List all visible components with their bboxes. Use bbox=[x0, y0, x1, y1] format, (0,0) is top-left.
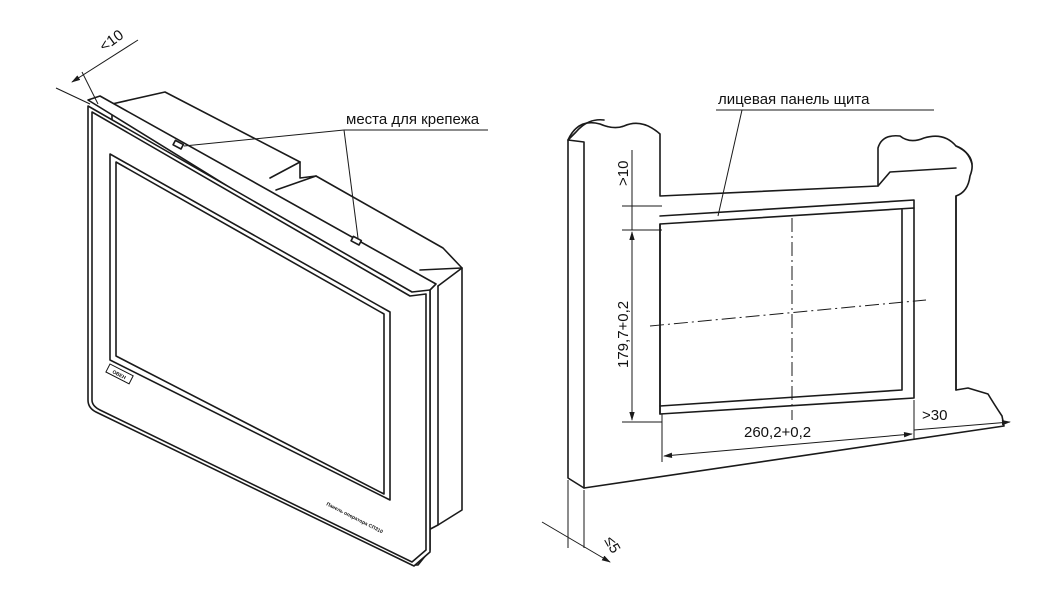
width-label: 260,2+0,2 bbox=[744, 424, 811, 441]
panel-label: лицевая панель щита bbox=[718, 91, 870, 108]
height-label: 179,7+0,2 bbox=[615, 301, 632, 368]
top-margin-label: >10 bbox=[615, 161, 632, 186]
thick-dim bbox=[541, 521, 611, 563]
width-dim bbox=[663, 432, 913, 458]
gap-dim-line bbox=[71, 39, 139, 83]
gap-dim-label: <10 bbox=[96, 27, 127, 56]
gap-ext-2 bbox=[81, 71, 99, 105]
mount-label: места для крепежа bbox=[346, 111, 480, 128]
mount-leader-2 bbox=[343, 129, 359, 239]
plate-thickness bbox=[567, 118, 605, 489]
cutout-view: лицевая панель щита >10 179,7+0,2 260,2+… bbox=[541, 91, 1011, 563]
panel-perspective-view: ОВЕН Панель оператора СП310 <10 места дл… bbox=[55, 27, 488, 567]
cutout-opening bbox=[659, 207, 915, 415]
fastener-right bbox=[350, 235, 363, 246]
side-margin-label: >30 bbox=[922, 407, 947, 424]
thickness-label: ≤5 bbox=[601, 534, 624, 557]
side-margin-dim bbox=[913, 419, 1011, 431]
gap-ext-1 bbox=[55, 87, 91, 105]
panel-leader bbox=[717, 109, 743, 217]
mount-leader-1 bbox=[183, 129, 345, 147]
horizontal-axis bbox=[649, 299, 927, 327]
screen-area bbox=[109, 153, 391, 501]
fastener-top bbox=[172, 139, 185, 150]
